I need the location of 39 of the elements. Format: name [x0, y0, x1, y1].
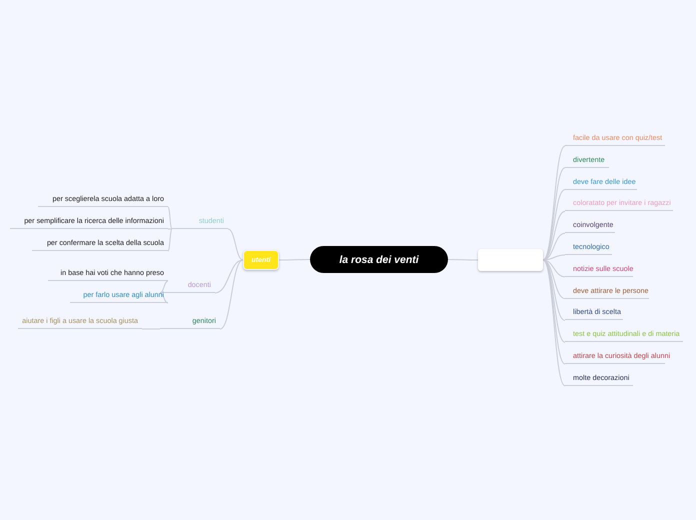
subtopic-line [565, 176, 637, 190]
central-topic-box [310, 246, 448, 273]
subtopic-line [565, 372, 633, 386]
subtopic-line [18, 315, 142, 329]
subtopic-line [565, 154, 609, 168]
connector-line [448, 259, 478, 260]
subtopic-line [172, 215, 228, 229]
connector-line [542, 146, 566, 260]
subtopic-line [32, 237, 168, 251]
connector-line [220, 260, 244, 330]
connector-line [278, 259, 310, 260]
subtopic-line [565, 241, 612, 255]
topic-label: la rosa dei venti [339, 254, 419, 266]
connector-line [214, 260, 244, 294]
subtopic-line [38, 193, 168, 207]
subtopic-line [160, 279, 215, 293]
connector-line [142, 328, 160, 330]
subtopic-line [565, 328, 683, 342]
connector-line [542, 260, 566, 278]
subtopic-line [565, 262, 633, 277]
subtopic-line [565, 197, 673, 212]
subtopic-line [565, 219, 615, 234]
subtopic-line [48, 267, 168, 281]
empty-topic-box [478, 249, 543, 271]
connector-line [228, 228, 244, 260]
subtopic-line [565, 306, 623, 320]
main-topic-box [243, 250, 279, 270]
subtopic-line [10, 215, 168, 229]
subtopic-line [565, 132, 665, 146]
connector-line [168, 228, 172, 252]
subtopic-line [70, 289, 168, 303]
connector-line [168, 206, 172, 230]
subtopic-line [160, 315, 220, 329]
connector-line [160, 280, 168, 294]
connector-line [168, 228, 172, 230]
subtopic-line [565, 284, 649, 299]
connector-line [542, 254, 566, 260]
connector-line [542, 260, 566, 386]
connector-line [160, 292, 168, 304]
